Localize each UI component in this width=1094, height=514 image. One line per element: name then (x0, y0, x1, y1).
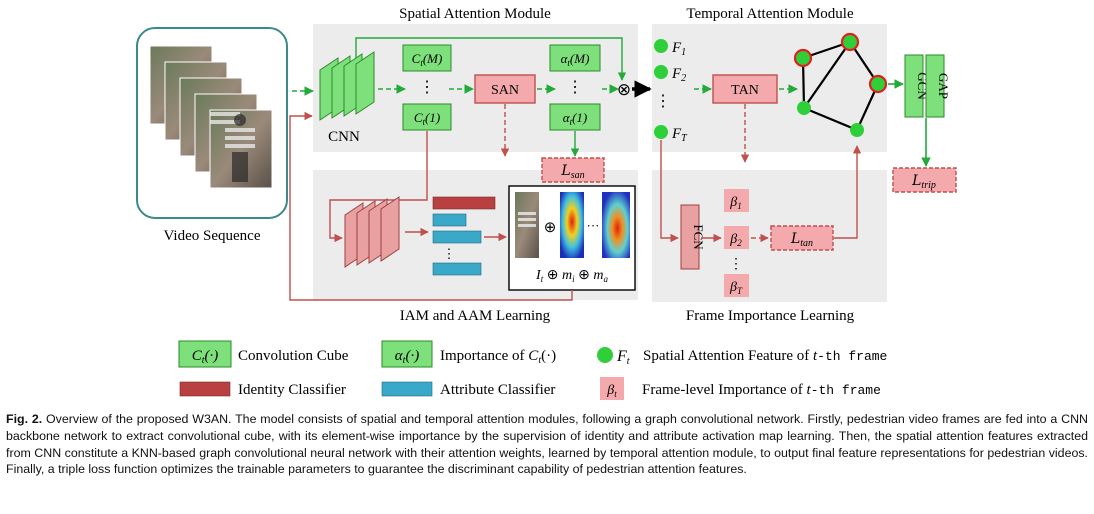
attribute-classifier-bar-1 (432, 213, 467, 227)
graph-node-4 (850, 123, 864, 137)
iam-cnn-block (344, 196, 400, 268)
san-label: SAN (491, 83, 519, 98)
arrow-conv-to-iam (329, 131, 428, 243)
gcn-block (904, 54, 924, 118)
fcn-block (680, 204, 700, 270)
beta-t-box (724, 274, 749, 297)
graph-node-1 (793, 48, 813, 68)
loss-tan-box (770, 225, 834, 251)
legend-imp-swatch (381, 340, 433, 368)
map-hdots: ··· (587, 218, 600, 233)
graph-node-3 (868, 74, 888, 94)
oplus-1: ⊕ (544, 220, 557, 236)
cnn-block (319, 51, 375, 121)
otimes-symbol: ⊗ (617, 80, 631, 99)
fcn-label: FCN (691, 224, 706, 250)
loss-trip-box (892, 167, 957, 193)
iam-aam-title: IAM and AAM Learning (400, 308, 551, 324)
frame-importance-title: Frame Importance Learning (686, 308, 855, 324)
identity-activation-map (560, 192, 584, 258)
tan-block (712, 74, 778, 104)
feature-f2-label: F2 (671, 66, 686, 84)
legend-beta-label: Frame-level Importance of t-th frame (642, 382, 881, 398)
conv-cube-m (402, 44, 452, 72)
caption-text: Overview of the proposed W3AN. The model… (6, 412, 1088, 477)
loss-trip-label: Ltrip (911, 173, 936, 191)
arrow-loss-tan-to-graph (834, 145, 862, 239)
video-frames (149, 45, 273, 189)
beta-2-label: β2 (729, 232, 742, 248)
feature-f1-label: F1 (671, 40, 686, 58)
feature-ft-label: FT (671, 126, 688, 144)
map-equation: It ⊕ mi ⊕ ma (535, 268, 608, 284)
video-sequence-label: Video Sequence (164, 228, 261, 244)
feedback-maps-to-cnn (289, 111, 573, 301)
beta-1-label: β1 (729, 195, 741, 211)
architecture-diagram: Spatial Attention Module Temporal Attent… (136, 6, 957, 400)
legend-beta-symbol: βt (606, 383, 617, 399)
legend-conv-swatch (178, 340, 232, 368)
gap-block (925, 54, 945, 118)
classifier-dots: ⋮ (443, 246, 456, 261)
legend-identity-label: Identity Classifier (238, 382, 346, 398)
loss-san-box (541, 157, 605, 183)
legend-feature-label: Spatial Attention Feature of t-th frame (643, 348, 887, 364)
legend-imp-label: Importance of Ct(·) (440, 348, 556, 366)
attribute-classifier-bar-2 (432, 230, 482, 244)
loss-san-label: Lsan (560, 163, 584, 181)
san-block (474, 74, 536, 104)
temporal-module-title: Temporal Attention Module (686, 6, 854, 22)
conv-cube-1-label: Ct(1) (414, 110, 440, 127)
beta-t-label: βT (729, 280, 743, 296)
arrow-features-to-fcn (660, 140, 679, 243)
skip-connection-cnn-to-otimes (355, 37, 627, 81)
feature-ft-dot (654, 125, 668, 139)
legend-conv-symbol: Ct(·) (192, 348, 219, 366)
conv-cube-dots: ⋮ (419, 79, 435, 96)
spatial-module-title: Spatial Attention Module (399, 6, 551, 22)
beta-1-box (724, 189, 749, 212)
legend-feature-symbol: Ft (616, 348, 630, 367)
attribute-classifier-bar-3 (432, 262, 482, 276)
conv-cube-1 (402, 103, 452, 131)
beta-2-box (724, 226, 749, 249)
legend-attribute-swatch (381, 381, 433, 397)
cnn-label: CNN (328, 129, 360, 145)
legend-feature-dot (597, 347, 613, 363)
legend-beta-swatch (600, 377, 624, 400)
identity-classifier-bar (432, 196, 496, 210)
importance-1-label: αt(1) (563, 110, 588, 127)
figure-caption: Fig. 2. Overview of the proposed W3AN. T… (6, 411, 1088, 478)
legend-conv-label: Convolution Cube (238, 348, 349, 364)
importance-m (549, 44, 601, 72)
beta-dots: ⋮ (729, 257, 743, 272)
importance-dots: ⋮ (567, 79, 583, 96)
gap-label: GAP (936, 73, 951, 99)
feature-f1-dot (654, 39, 668, 53)
graph-node-5 (797, 101, 811, 115)
tan-label: TAN (731, 83, 759, 98)
importance-m-label: αt(M) (561, 51, 590, 68)
legend-identity-swatch (179, 381, 231, 397)
caption-label: Fig. 2. (6, 412, 43, 426)
legend-attribute-label: Attribute Classifier (440, 382, 555, 398)
legend-imp-symbol: αt(·) (395, 348, 419, 366)
feature-dots: ⋮ (655, 93, 671, 110)
loss-tan-label: Ltan (790, 231, 813, 249)
importance-1 (549, 103, 601, 131)
conv-cube-m-label: Ct(M) (412, 51, 443, 68)
attribute-activation-map (602, 192, 630, 258)
feature-f2-dot (654, 65, 668, 79)
graph-node-2 (840, 32, 860, 52)
